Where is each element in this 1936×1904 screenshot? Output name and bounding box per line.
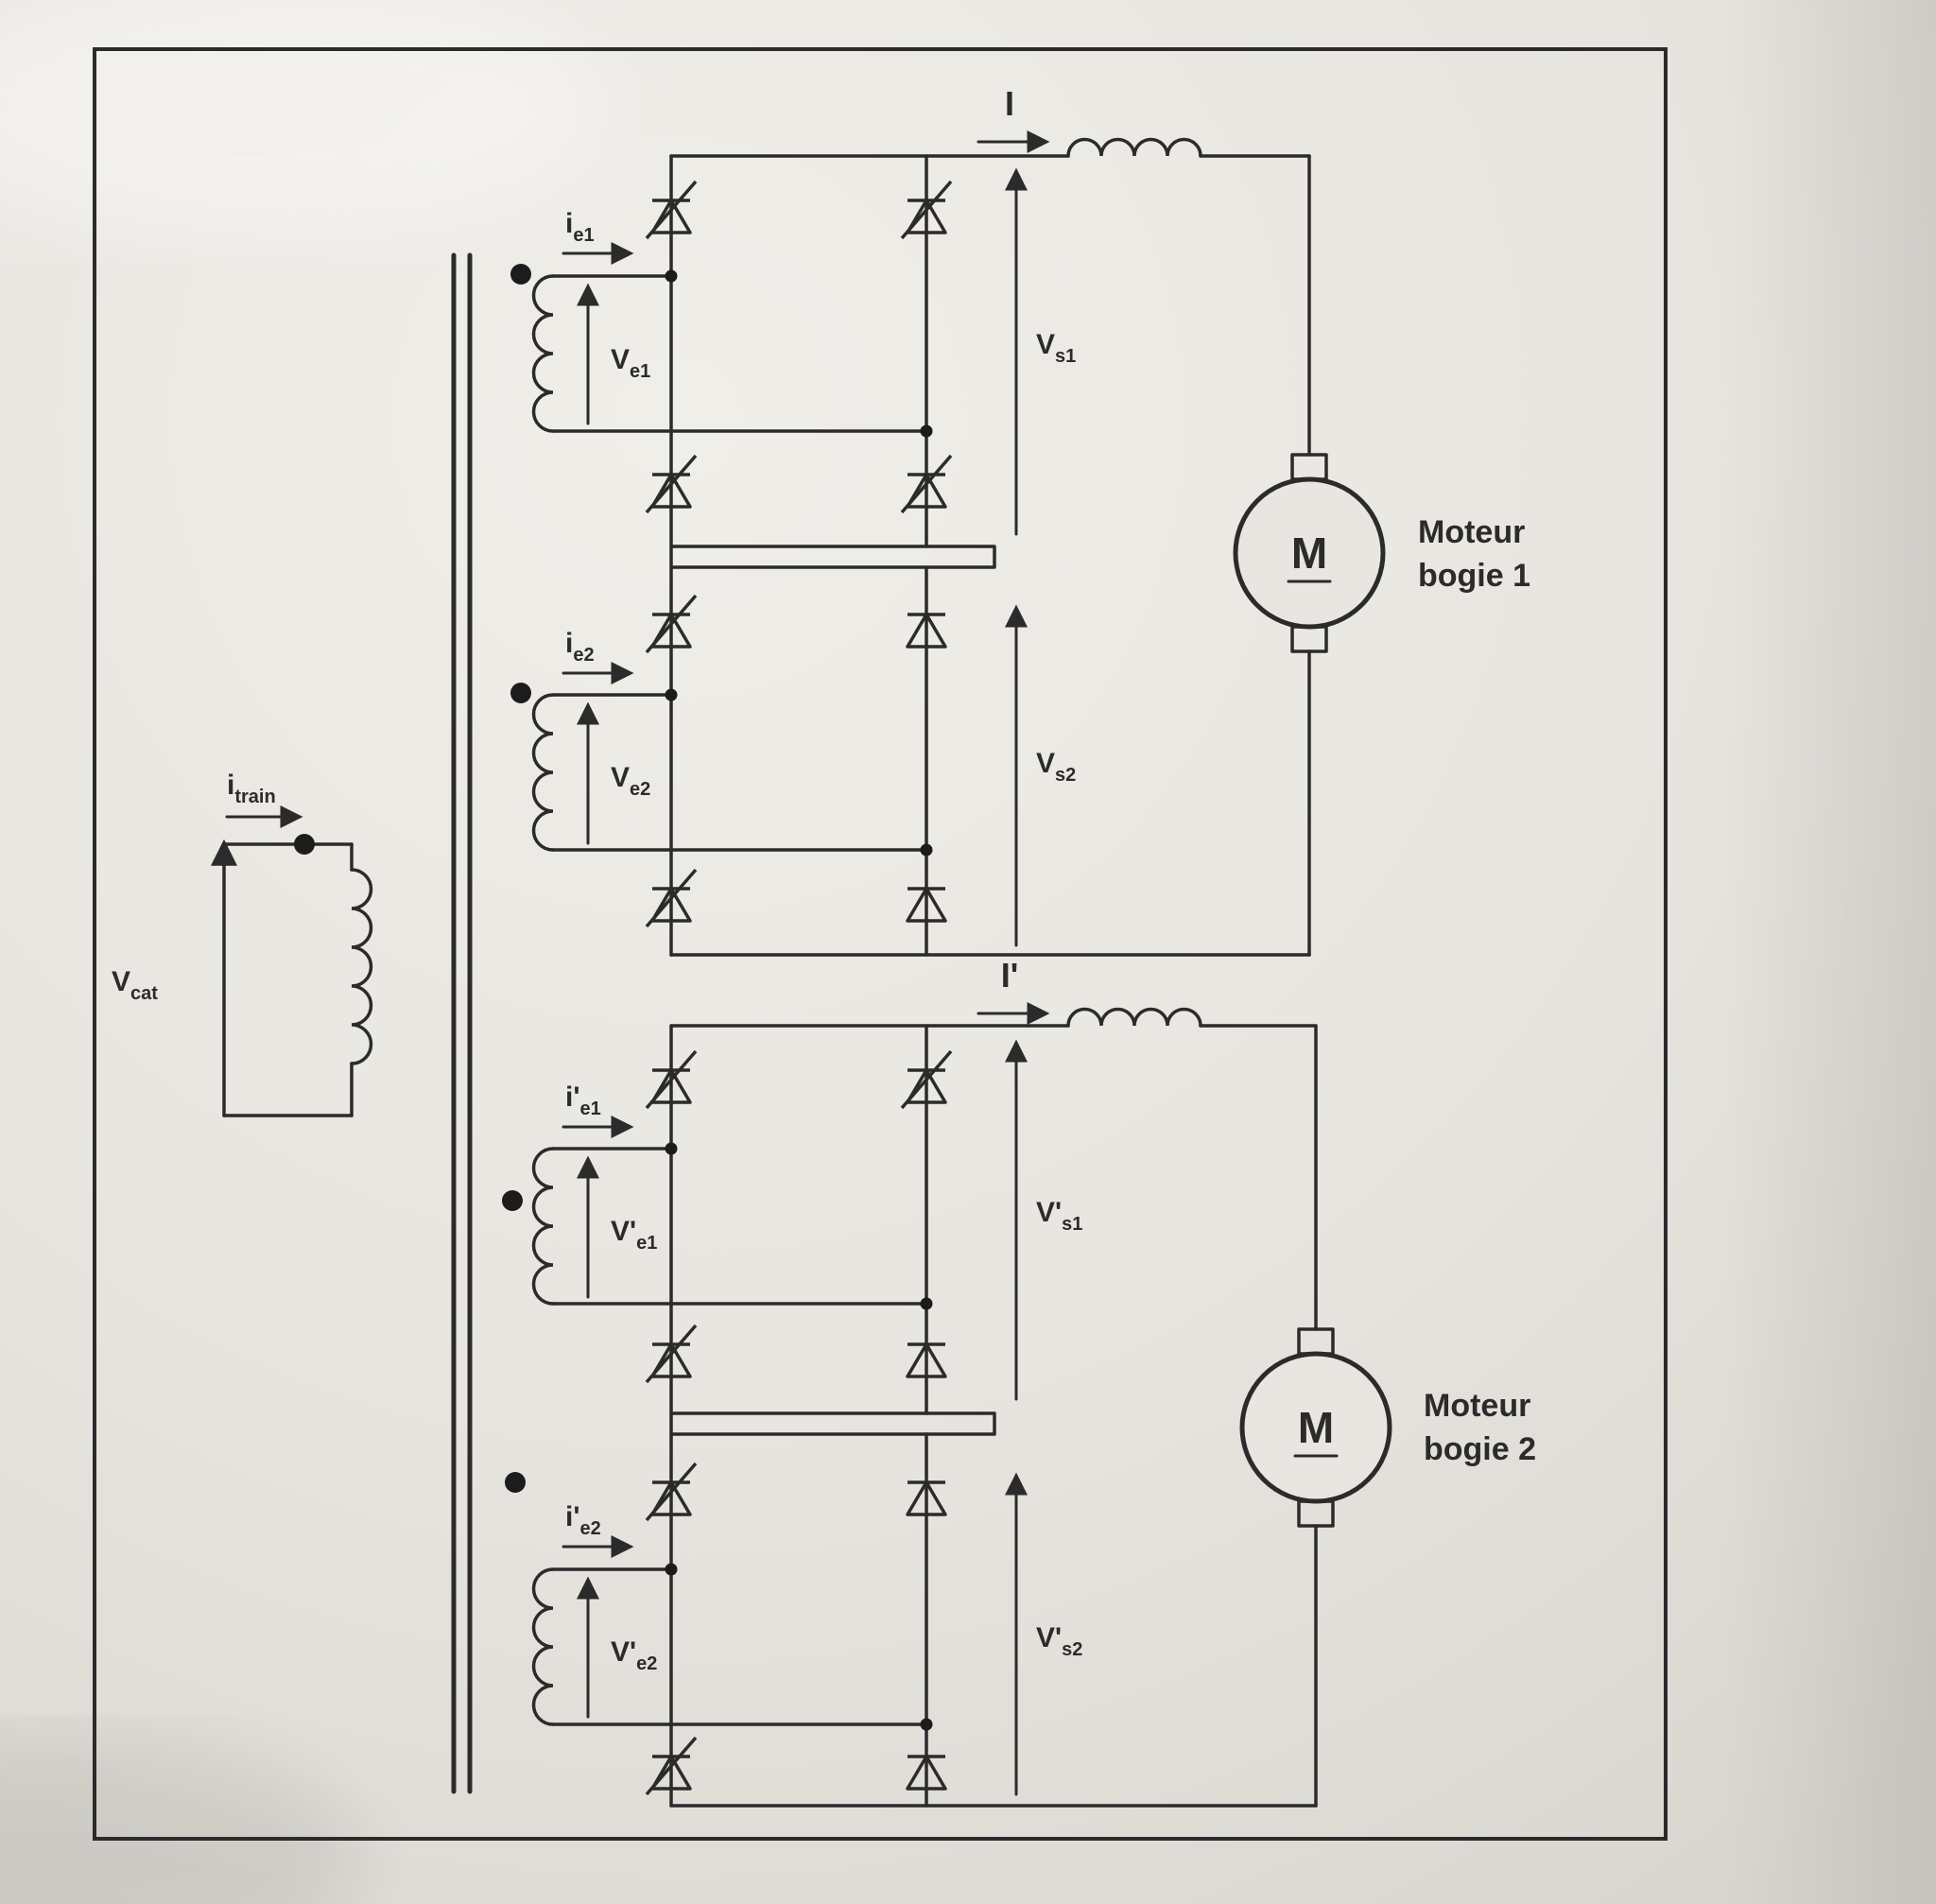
secondary-winding-e2: ie2 Ve2: [510, 628, 928, 852]
secondary-winding-e1: ie1 Ve1: [510, 208, 928, 433]
dc-current-1-label: I: [1005, 84, 1014, 123]
node-dot: [920, 1718, 933, 1731]
v-s1-prime-label: V's1: [1036, 1197, 1082, 1235]
v-s2-prime-label: V's2: [1036, 1622, 1082, 1660]
rectifier-bridge-3: V's1: [645, 1024, 1082, 1415]
node-dot: [665, 688, 678, 701]
diagram-border: [93, 47, 1668, 1841]
secondary-winding-e1-prime: i'e1 V'e1: [502, 1082, 928, 1306]
node-dot: [920, 843, 933, 857]
motor-symbol: M: [1298, 1403, 1334, 1452]
polarity-dot: [294, 834, 315, 855]
node-dot: [665, 1142, 678, 1155]
i-e1-prime-label: i'e1: [565, 1082, 601, 1119]
secondary-winding-e2-prime: i'e2 V'e2: [505, 1472, 928, 1726]
v-s2-label: Vs2: [1036, 748, 1076, 786]
v-e2-label: Ve2: [611, 762, 650, 800]
polarity-dot: [505, 1472, 526, 1493]
series-link-bar: [669, 1411, 996, 1436]
dc-link-2: I': [669, 956, 1318, 1808]
v-cat-label: Vcat: [112, 966, 158, 1004]
v-e1-prime-label: V'e1: [611, 1216, 657, 1254]
i-e2-prime-label: i'e2: [565, 1501, 601, 1539]
node-dot: [665, 1563, 678, 1576]
v-e2-prime-label: V'e2: [611, 1636, 657, 1674]
rectifier-bridge-4: V's2: [645, 1432, 1082, 1808]
polarity-dot: [510, 264, 531, 285]
series-link-bar: [669, 545, 996, 569]
node-dot: [920, 1297, 933, 1310]
motor-circle: [1233, 476, 1386, 630]
polarity-dot: [510, 683, 531, 703]
catenary-branch: itrain Vcat: [112, 770, 373, 1117]
motor-1: M Moteur bogie 1: [1233, 453, 1530, 653]
motor-2-name-line2: bogie 2: [1424, 1431, 1536, 1467]
i-train-label: itrain: [227, 770, 276, 807]
dc-current-2-label: I': [1001, 956, 1019, 995]
i-e2-label: ie2: [565, 628, 595, 666]
dc-link-1: I: [669, 84, 1311, 957]
v-e1-label: Ve1: [611, 344, 650, 382]
node-dot: [920, 424, 933, 438]
i-e1-label: ie1: [565, 208, 595, 246]
motor-2: M Moteur bogie 2: [1239, 1327, 1536, 1528]
traction-group-1: ie1 Ve1 Vs1 ie2: [510, 84, 1530, 957]
node-dot: [665, 269, 678, 283]
scan-edge-shade: [1720, 0, 1936, 1904]
traction-group-2: i'e1 V'e1 V's1 i'e2: [502, 956, 1536, 1808]
v-s1-label: Vs1: [1036, 329, 1076, 367]
polarity-dot: [502, 1190, 523, 1211]
scan-glare: [0, 0, 605, 236]
rectifier-bridge-2: Vs2: [645, 565, 1076, 957]
motor-circle: [1239, 1351, 1392, 1504]
motor-1-name-line1: Moteur: [1418, 514, 1525, 550]
motor-1-name-line2: bogie 1: [1418, 558, 1530, 594]
motor-symbol: M: [1291, 528, 1327, 578]
motor-2-name-line1: Moteur: [1424, 1388, 1530, 1424]
transformer-core: [451, 252, 473, 1794]
rectifier-bridge-1: Vs1: [645, 154, 1076, 548]
scan-shadow: [0, 1740, 359, 1904]
